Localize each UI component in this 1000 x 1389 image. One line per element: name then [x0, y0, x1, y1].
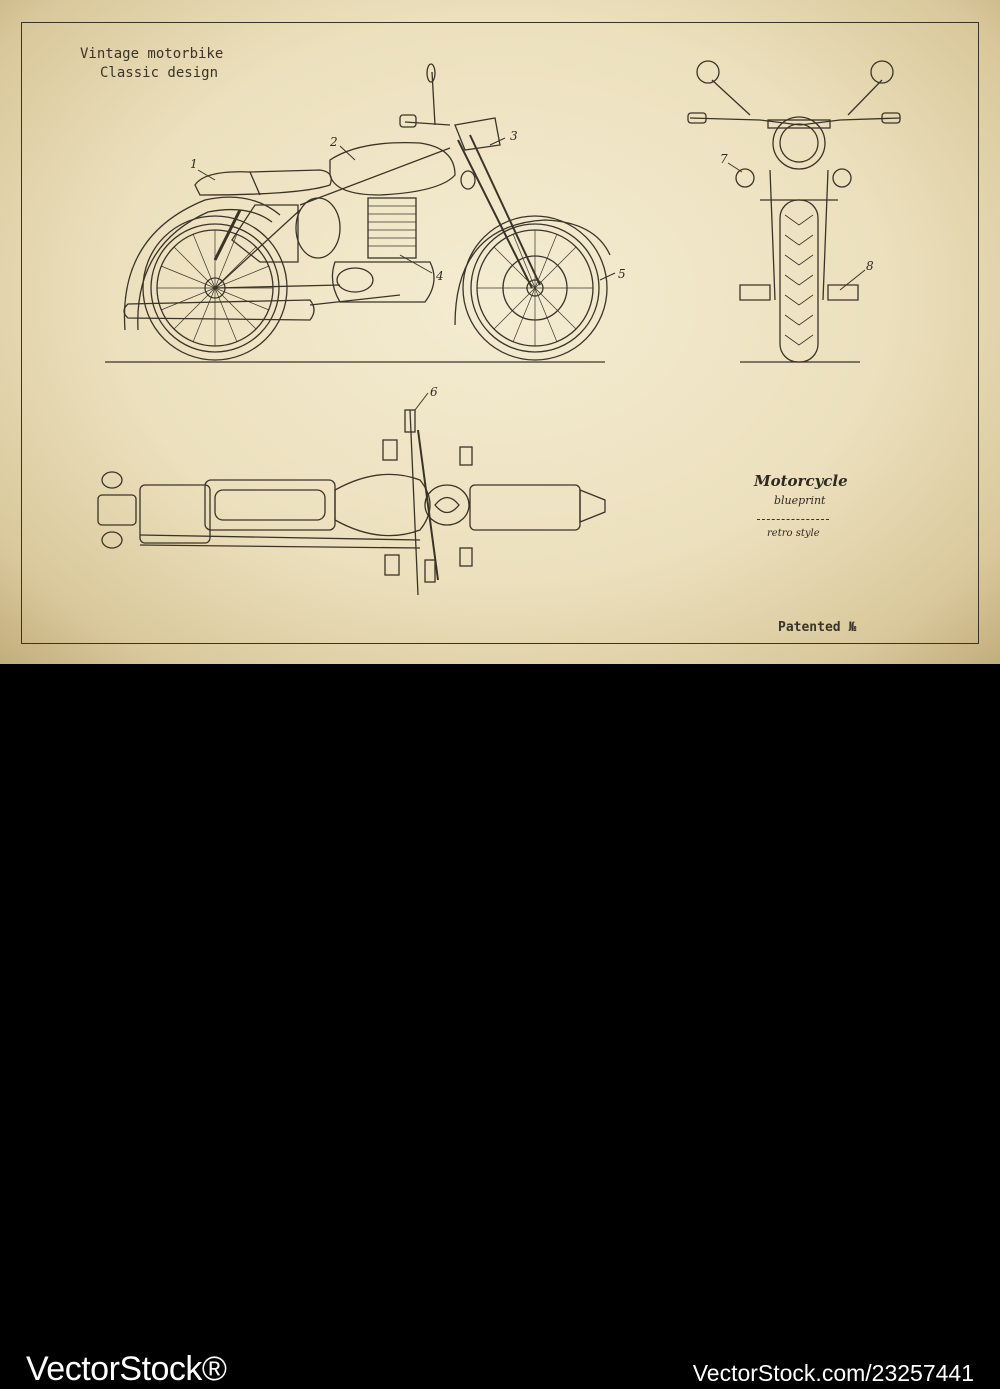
front-view: [687, 60, 901, 363]
top-view-headlight: [424, 484, 470, 526]
stamp-title: Motorcycle: [754, 472, 848, 490]
rear-fender: [123, 196, 281, 331]
oil-tank: [295, 197, 341, 259]
callout-7: 7: [720, 152, 728, 166]
engine-cylinder: [367, 197, 417, 259]
front-view-mirror-right: [870, 60, 894, 84]
callout-6: 6: [430, 385, 438, 399]
stamp-subtitle: blueprint: [774, 494, 826, 507]
front-view-turn-signal-left: [735, 168, 755, 188]
patent-label: Patented №: [778, 620, 857, 635]
front-tire: [462, 215, 608, 361]
top-view-mirror-right: [384, 554, 400, 576]
callout-8: 8: [866, 259, 874, 273]
front-fender: [454, 219, 611, 326]
callout-leaders: [197, 137, 866, 411]
top-view-front-tire: [579, 489, 606, 523]
top-view-seat: [204, 479, 336, 531]
top-view-tank: [334, 473, 431, 537]
headlight: [454, 117, 501, 151]
front-view-headlight: [772, 116, 826, 170]
engine-crankcase: [331, 261, 435, 303]
callout-5: 5: [618, 267, 626, 281]
blueprint-sheet: Vintage motorbike Classic design: [0, 0, 1000, 664]
motorcycle-drawings: 1 2 3 4 5 6 7 8: [97, 60, 901, 596]
seat: [194, 169, 332, 196]
callout-2: 2: [329, 135, 338, 149]
callout-3: 3: [510, 129, 518, 143]
side-view: [105, 63, 611, 363]
header-line-1: Vintage motorbike: [80, 46, 224, 62]
callout-4: 4: [435, 269, 444, 283]
footer-image-id: VectorStock.com/23257441: [692, 1360, 974, 1386]
top-view-tail: [97, 494, 137, 526]
side-cover: [231, 204, 299, 263]
top-view-mirror-left: [382, 439, 398, 461]
callout-1: 1: [190, 157, 198, 171]
header-line-2: Classic design: [100, 65, 219, 81]
watermark-footer: VectorStock® VectorStock.com/23257441: [0, 664, 1000, 1388]
stamp-divider: [757, 519, 829, 520]
top-view: [97, 409, 606, 596]
front-view-turn-signal-right: [832, 168, 852, 188]
drawing-frame: [21, 22, 979, 644]
fuel-tank: [329, 141, 456, 196]
rear-tire: [142, 215, 288, 361]
front-view-mirror-left: [696, 60, 720, 84]
mirror: [426, 63, 436, 83]
footer-brand: VectorStock®: [26, 1350, 227, 1388]
front-view-tire: [779, 199, 819, 363]
stamp-style: retro style: [767, 528, 820, 539]
